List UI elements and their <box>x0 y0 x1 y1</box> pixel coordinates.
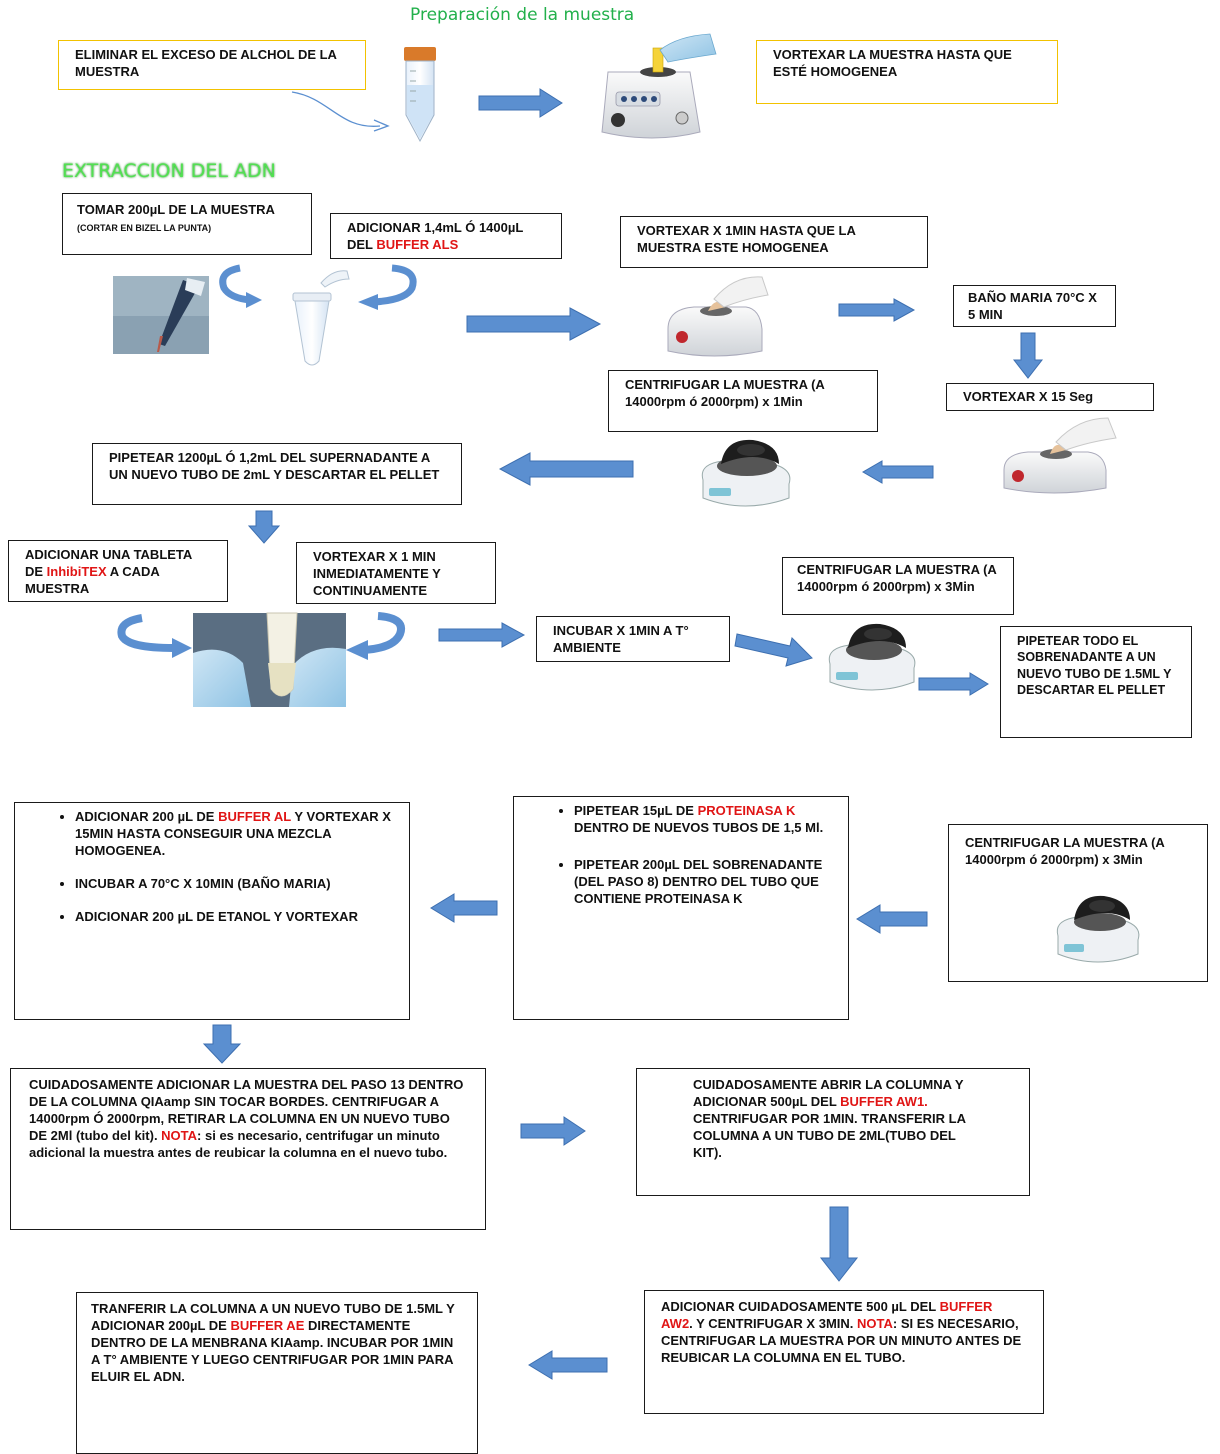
pipette-photo-icon <box>113 276 209 354</box>
step-vortexar-homogenea: VORTEXAR LA MUESTRA HASTA QUE ESTÉ HOMOG… <box>756 40 1058 104</box>
arrow-down-icon <box>247 510 281 544</box>
step-centrifugar-1min: CENTRIFUGAR LA MUESTRA (A 14000rpm ó 200… <box>608 370 878 432</box>
arrow-diagonal-icon <box>734 633 813 667</box>
tomar-note-text: (CORTAR EN BIZEL LA PUNTA) <box>77 222 212 233</box>
arrow-left-icon <box>528 1350 608 1380</box>
step-buffer-ae: TRANFERIR LA COLUMNA A UN NUEVO TUBO DE … <box>76 1292 478 1454</box>
arrow-left-icon <box>498 452 634 486</box>
step-incubar-1min: INCUBAR X 1MIN A T° AMBIENTE <box>536 616 730 662</box>
aw1-highlight: BUFFER AW1. <box>840 1093 928 1109</box>
vortex-mixer-icon <box>667 276 769 357</box>
centrifugar-3min-b-text: CENTRIFUGAR LA MUESTRA (A 14000rpm ó 200… <box>965 835 1165 867</box>
step-buffer-aw2: ADICIONAR CUIDADOSAMENTE 500 µL DEL BUFF… <box>644 1290 1044 1414</box>
list-item: ADICIONAR 200 µL DE ETANOL Y VORTEXAR <box>75 909 395 926</box>
vortex-mixer-icon <box>1003 417 1117 494</box>
curved-arrow-icon <box>358 264 417 310</box>
inhibitex-highlight: InhibiTEX <box>46 563 107 579</box>
step-centrifugar-3min: CENTRIFUGAR LA MUESTRA (A 14000rpm ó 200… <box>782 557 1014 615</box>
als-text: ADICIONAR 1,4mL Ó 1400µL DEL <box>347 220 524 252</box>
tomar-main-text: TOMAR 200µL DE LA MUESTRA <box>77 202 275 217</box>
aw1-text-post: CENTRIFUGAR POR 1MIN. TRANSFERIR LA COLU… <box>693 1110 966 1160</box>
qiaamp-text-post: : si es necesario, centrifugar un minuto… <box>29 1127 448 1160</box>
step-vortexar-15seg: VORTEXAR X 15 Seg <box>946 383 1154 411</box>
ae-text: TRANFERIR LA COLUMNA A UN NUEVO TUBO DE … <box>91 1301 455 1333</box>
aw2-highlight: BUFFER AW2 <box>661 1299 993 1331</box>
list-item: INCUBAR A 70°C X 10MIN (BAÑO MARIA) <box>75 876 395 893</box>
step-vortexar-inmediata: VORTEXAR X 1 MIN INMEDIATAMENTE Y CONTIN… <box>296 542 496 604</box>
step-vortexar-1min: VORTEXAR X 1MIN HASTA QUE LA MUESTRA EST… <box>620 216 928 268</box>
section-heading-extraccion: EXTRACCION DEL ADN <box>62 160 276 182</box>
list-item: ADICIONAR 200 µL DE BUFFER AL Y VORTEXAR… <box>75 809 395 860</box>
step-pipetear-todo: PIPETEAR TODO EL SOBRENADANTE A UN NUEVO… <box>1000 626 1192 738</box>
arrow-right-icon <box>838 298 916 322</box>
inhibitex-text-post: A CADA MUESTRA <box>25 563 160 596</box>
aw2-text-post: : SI ES NECESARIO, CENTRIFUGAR LA MUESTR… <box>661 1315 1022 1365</box>
list-item: PIPETEAR 15µL DE PROTEINASA K DENTRO DE … <box>574 803 834 837</box>
arrow-right-icon <box>520 1116 586 1146</box>
step-buffer-aw1: CUIDADOSAMENTE ABRIR LA COLUMNA Y ADICIO… <box>636 1068 1030 1196</box>
aw1-text: CUIDADOSAMENTE ABRIR LA COLUMNA Y ADICIO… <box>693 1077 964 1109</box>
aw2-nota: NOTA <box>857 1315 893 1331</box>
als-highlight: BUFFER ALS <box>376 236 459 252</box>
step-tomar-muestra: TOMAR 200µL DE LA MUESTRA (CORTAR EN BIZ… <box>62 193 312 255</box>
step-columna-qiaamp: CUIDADOSAMENTE ADICIONAR LA MUESTRA DEL … <box>10 1068 486 1230</box>
curved-arrow-icon <box>346 612 405 660</box>
ae-highlight: BUFFER AE <box>230 1317 305 1333</box>
arrow-down-icon <box>202 1024 242 1064</box>
arrow-right-icon <box>466 307 602 341</box>
curved-arrow-icon <box>219 264 262 308</box>
step-adicionar-als: ADICIONAR 1,4mL Ó 1400µL DEL BUFFER ALS <box>330 213 562 259</box>
centrifuge-icon <box>701 439 791 507</box>
qiaamp-nota: NOTA <box>161 1127 198 1143</box>
list-item: PIPETEAR 200µL DEL SOBRENADANTE (DEL PAS… <box>574 857 834 908</box>
step-bano-maria: BAÑO MARIA 70°C X 5 MIN <box>953 285 1116 327</box>
curved-arrow-icon <box>117 614 192 658</box>
step-proteinasa-list: PIPETEAR 15µL DE PROTEINASA K DENTRO DE … <box>513 796 849 1020</box>
arrow-down-icon <box>819 1206 859 1282</box>
centrifuge-icon <box>1056 895 1140 963</box>
arrow-left-icon <box>856 904 928 934</box>
tube-in-gloves-photo-icon <box>193 612 346 707</box>
conical-tube-icon <box>404 47 436 143</box>
step-pipetear-1200: PIPETEAR 1200µL Ó 1,2mL DEL SUPERNADANTE… <box>92 443 462 505</box>
arrow-left-icon <box>430 893 498 923</box>
arrow-right-icon <box>478 88 563 118</box>
ae-text-post: DIRECTAMENTE DENTRO DE LA MENBRANA KIAam… <box>91 1317 454 1384</box>
vortex-mixer-icon <box>601 33 717 139</box>
section-heading-preparacion: Preparación de la muestra <box>410 5 635 25</box>
curved-arrow-icon <box>291 91 390 132</box>
aw2-text-mid: . Y CENTRIFUGAR X 3MIN. <box>689 1315 857 1331</box>
centrifuge-icon <box>828 623 916 691</box>
arrow-right-icon <box>918 672 989 696</box>
inhibitex-text: ADICIONAR UNA TABLETA DE <box>25 547 192 579</box>
qiaamp-text: CUIDADOSAMENTE ADICIONAR LA MUESTRA DEL … <box>29 1077 464 1143</box>
arrow-down-icon <box>1012 332 1044 379</box>
step-eliminar-alcohol: ELIMINAR EL EXCESO DE ALCHOL DE LA MUEST… <box>58 40 366 90</box>
aw2-text: ADICIONAR CUIDADOSAMENTE 500 µL DEL <box>661 1299 940 1314</box>
arrow-right-icon <box>438 622 526 648</box>
microtube-icon <box>292 270 350 366</box>
step-buffer-al-list: ADICIONAR 200 µL DE BUFFER AL Y VORTEXAR… <box>14 802 410 1020</box>
step-inhibitex: ADICIONAR UNA TABLETA DE InhibiTEX A CAD… <box>8 540 228 602</box>
arrow-left-icon <box>862 460 934 484</box>
